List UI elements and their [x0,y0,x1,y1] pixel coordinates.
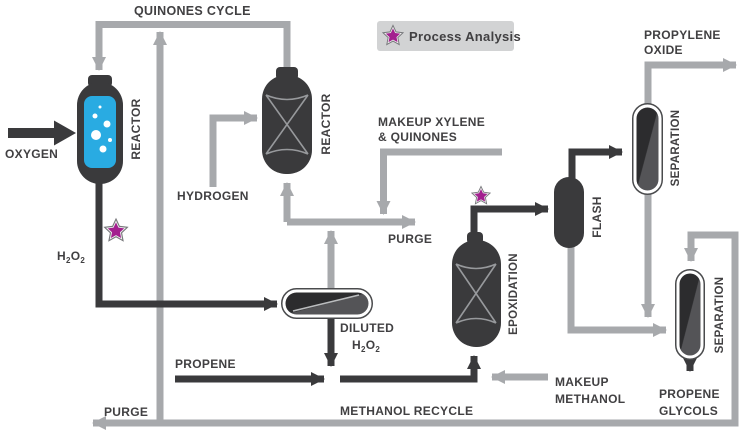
label-makeup-xylene-1: MAKEUP XYLENE [378,115,485,129]
stream-epoxidation-overhead [470,202,549,240]
legend-label: Process Analysis [409,29,521,44]
stream-flash-overhead [568,145,623,181]
label-purge-top: PURGE [388,232,432,246]
stream-epoxidation-feed [340,355,481,383]
reactor1-vessel [77,75,123,184]
stream-propylene-oxide [644,58,737,104]
label-methanol-recycle: METHANOL RECYCLE [340,404,473,418]
label-diluted-h2o2: H2O2 [352,338,380,354]
label-flash: FLASH [590,196,604,238]
epoxidation-vessel [452,232,501,347]
label-hydrogen: HYDROGEN [177,189,249,203]
label-separation2: SEPARATION [714,277,726,354]
label-h2o2: H2O2 [57,249,85,265]
bubbles-icon [91,105,112,153]
label-propene: PROPENE [175,357,236,371]
label-oxygen: OXYGEN [5,147,58,161]
label-propylene-oxide-2: OXIDE [644,43,683,57]
label-makeup-methanol-1: MAKEUP [555,375,609,389]
extractor-vessel [281,288,373,319]
stream-quinones-cycle [92,21,291,72]
label-diluted: DILUTED [340,321,394,335]
stream-h2o2 [95,182,278,311]
label-quinones-cycle: QUINONES CYCLE [134,4,251,18]
star-icon-epoxidation [471,185,491,205]
oxygen-arrowhead-icon [54,120,76,146]
label-reactor2: REACTOR [319,93,333,154]
stream-flash-bottoms [567,246,667,337]
stream-separation2-top-loop [684,231,739,425]
flash-vessel [554,177,584,248]
stream-hydrogen [209,111,258,187]
label-makeup-methanol-2: METHANOL [555,392,625,406]
separation1-vessel [632,103,663,195]
legend-box [377,21,514,51]
separation2-vessel [675,269,705,360]
star-icon-h2o2 [104,218,128,242]
label-separation1: SEPARATION [670,110,682,187]
label-purge-bottom: PURGE [104,405,148,419]
label-propene-glycols-1: PROPENE [659,387,720,401]
legend: Process Analysis [377,21,521,51]
reactor2-vessel [262,67,312,174]
label-propylene-oxide-1: PROPYLENE [644,28,721,42]
label-epoxidation: EPOXIDATION [508,253,520,335]
label-reactor1: REACTOR [129,98,143,159]
stream-makeup-xylene [376,148,502,215]
label-propene-glycols-2: GLYCOLS [659,404,718,418]
label-makeup-xylene-2: & QUINONES [378,130,457,144]
